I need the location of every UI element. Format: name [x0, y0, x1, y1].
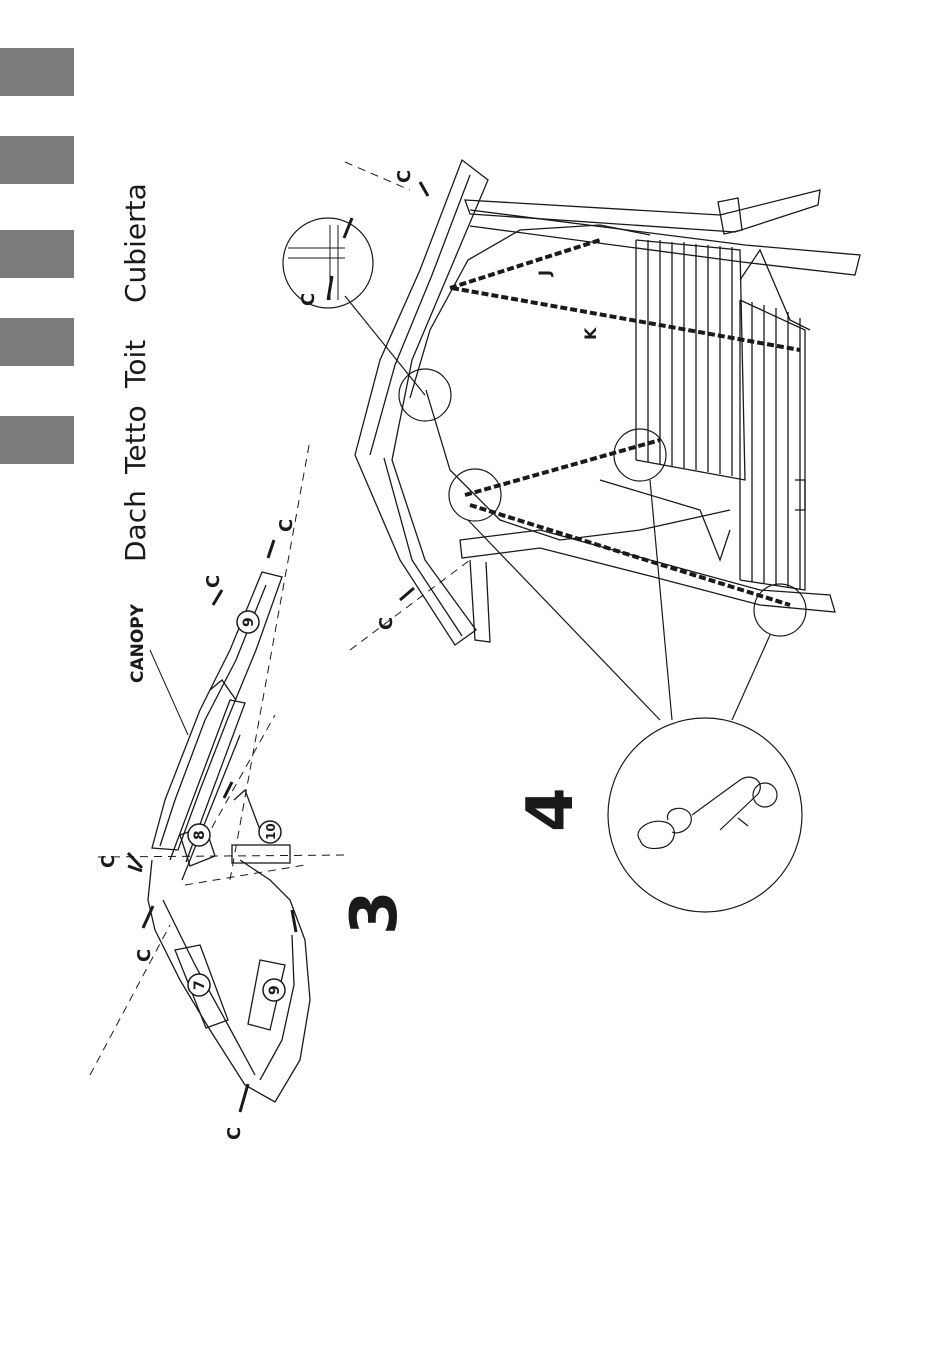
k-label: K [581, 327, 600, 340]
title-tetto: Tetto [119, 405, 152, 475]
part-numbers: 7 8 9 9 10 [192, 617, 283, 995]
c-label-3: C [98, 855, 119, 868]
c-label-7: C [376, 617, 397, 630]
title-cubierta: Cubierta [119, 183, 152, 303]
part-10-label: 10 [264, 823, 278, 840]
step-4-number: 4 [514, 787, 588, 832]
part-callouts [188, 611, 285, 1001]
marker-hook-2 [614, 429, 666, 481]
step4-swing-drawing [355, 160, 860, 645]
part-9b-label: 9 [267, 985, 283, 995]
j-label: J [535, 270, 554, 277]
step4-chains [450, 240, 800, 605]
part-9a-label: 9 [241, 617, 257, 627]
step4-labels: C C C J K [298, 170, 600, 630]
c-label-4: C [203, 575, 224, 588]
canopy-label: CANOPY [128, 603, 148, 683]
c-label-1: C [224, 1127, 245, 1140]
step-3-number: 3 [338, 890, 412, 935]
detail-hook-magnified [608, 718, 802, 912]
part-7-label: 7 [192, 980, 208, 990]
title-toit: Toit [119, 340, 152, 389]
section-titles: Dach Tetto Toit Cubierta [119, 183, 152, 562]
canopy-leader [150, 650, 188, 735]
c-label-5: C [276, 519, 297, 532]
step3-canopy-drawing [148, 572, 310, 1102]
step4-bolts [328, 182, 428, 600]
c-label-6: C [394, 170, 415, 183]
title-dach: Dach [119, 490, 152, 562]
c-label-2: C [134, 949, 155, 962]
part-8-label: 8 [192, 830, 208, 840]
